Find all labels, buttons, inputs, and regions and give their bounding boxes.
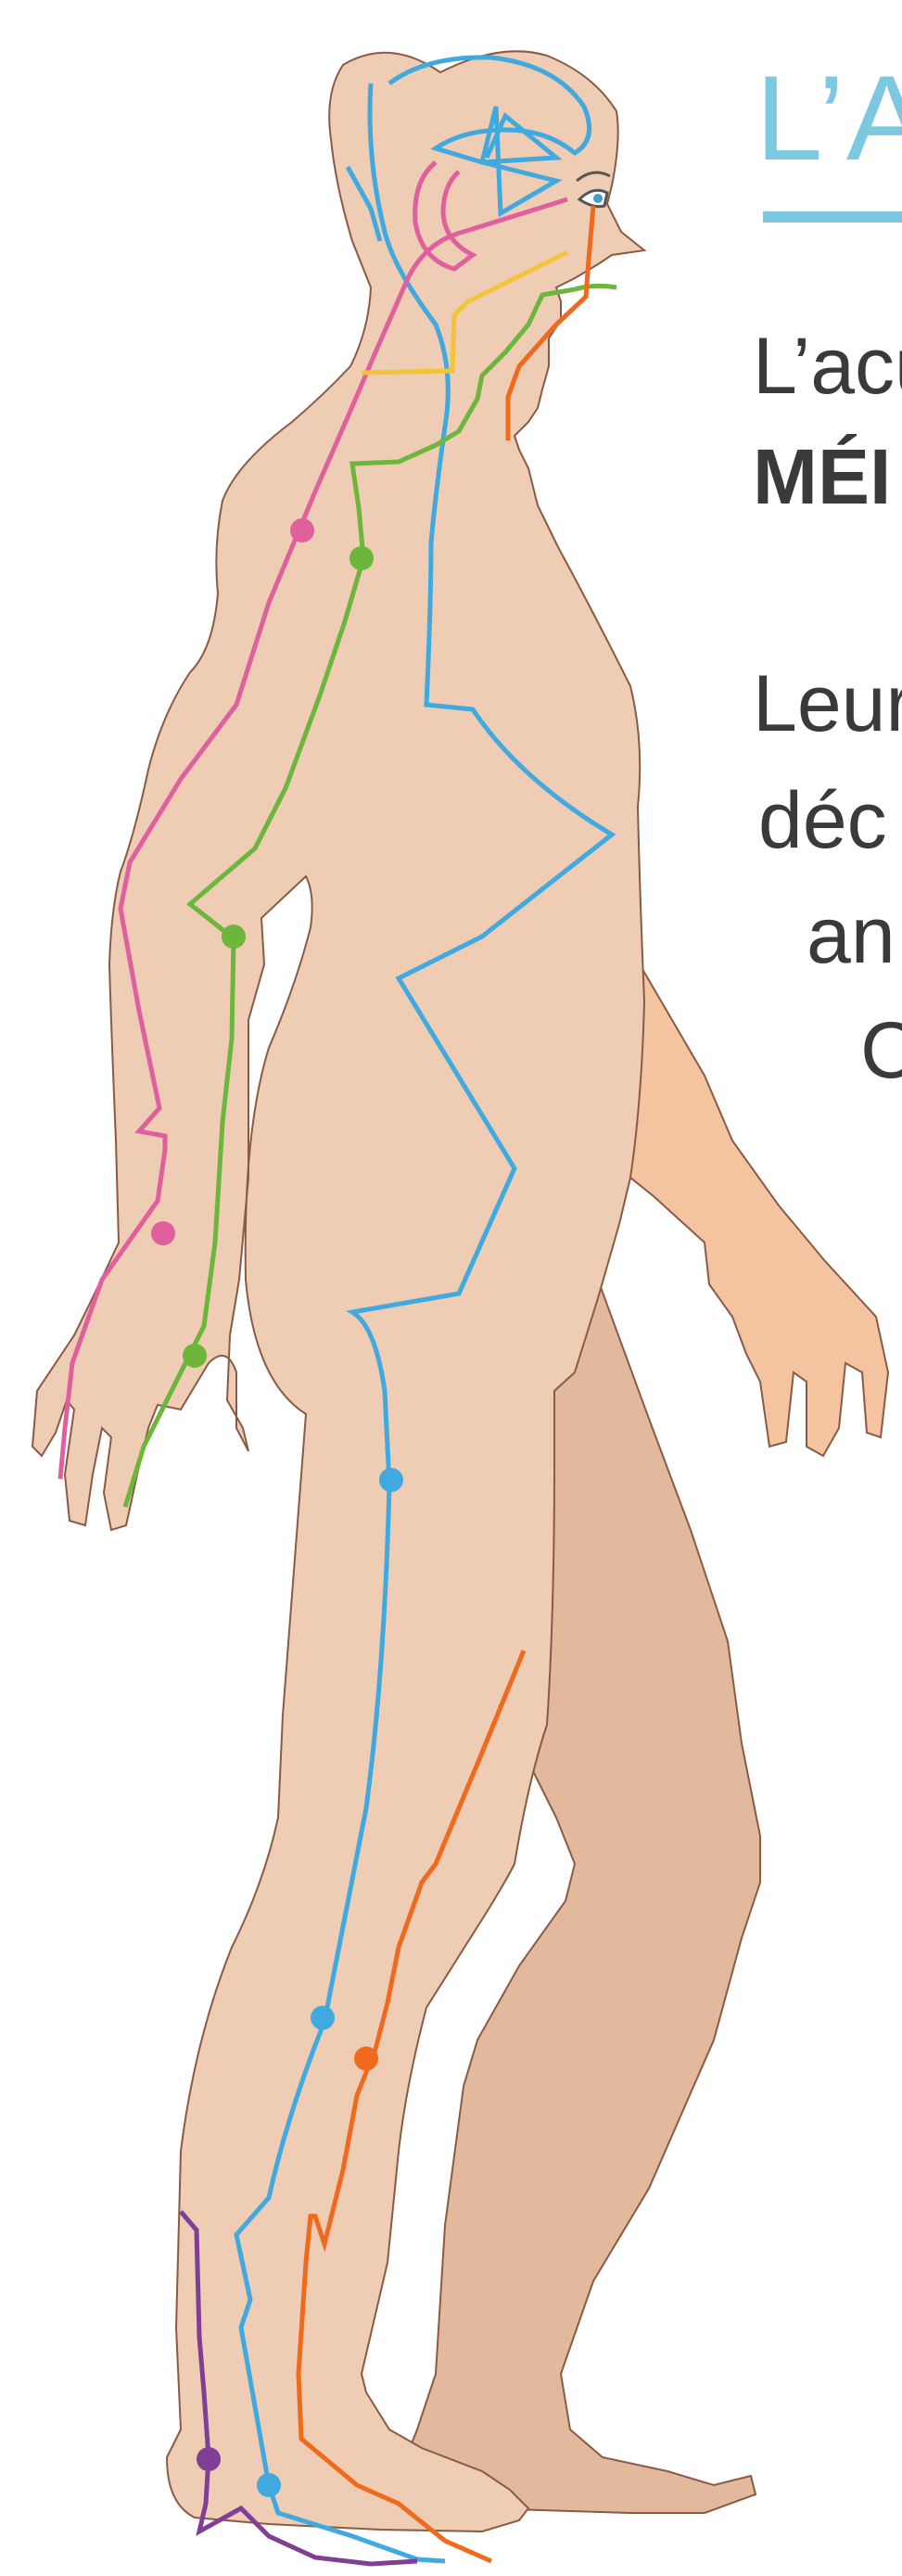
- intro-line-1: L’acu: [753, 326, 902, 406]
- acupoint-green-shoulder: [349, 546, 374, 570]
- page-title: L’A: [756, 57, 902, 178]
- far-arm: [630, 964, 888, 1456]
- body-line-2: déc: [758, 781, 887, 861]
- acupoint-green-elbow: [222, 925, 246, 949]
- acupoint-blue-calf: [311, 2006, 335, 2030]
- intro-line-2-bold: MÉI: [753, 438, 891, 516]
- body-line-1: Leur: [753, 664, 902, 744]
- title-underline: [763, 211, 902, 223]
- acupoint-pink-shoulder: [290, 518, 314, 542]
- acupoint-purple-ankle: [197, 2447, 221, 2471]
- acupoint-blue-thigh: [379, 1468, 403, 1492]
- acupoint-blue-ankle: [257, 2473, 281, 2497]
- acupoint-pink-wrist: [151, 1221, 175, 1245]
- acupoint-green-wrist: [183, 1344, 207, 1368]
- body-line-3: an: [807, 896, 896, 976]
- acupoint-orange-shin: [354, 2047, 378, 2071]
- body-line-4: C: [860, 1011, 902, 1090]
- eye-pupil: [593, 194, 603, 203]
